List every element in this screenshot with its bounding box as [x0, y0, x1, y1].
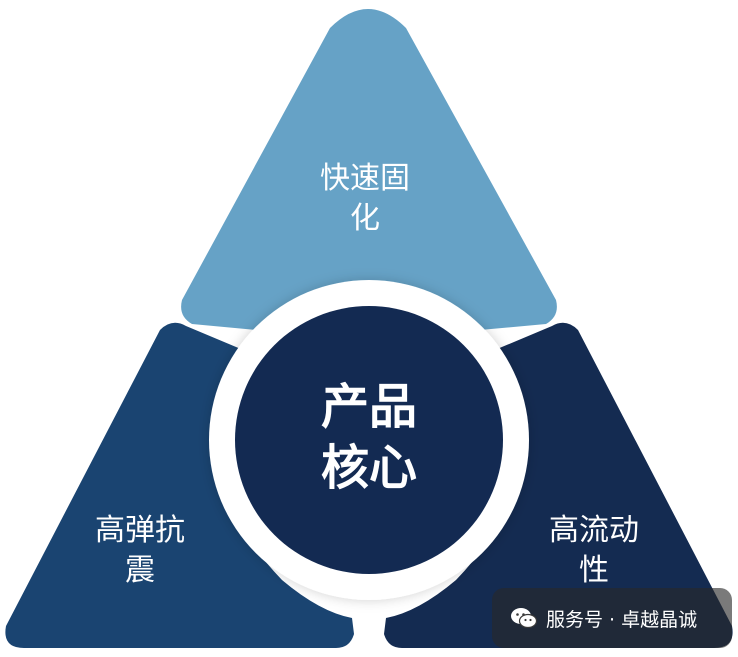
segment-top-label-line-2: 化 — [350, 201, 380, 236]
segment-right — [384, 322, 733, 648]
watermark-text: 服务号 · 卓越晶诚 — [546, 608, 698, 631]
core-label-line-1: 产品 — [321, 379, 417, 435]
segment-right-label-line-2: 性 — [579, 553, 609, 588]
segment-top-label-line-1: 快速固 — [320, 161, 410, 196]
segment-left-label-line-2: 震 — [125, 553, 155, 588]
center-core — [235, 306, 503, 574]
core-label-line-2: 核心 — [321, 440, 417, 496]
segment-right-label-line-1: 高流动 — [549, 513, 639, 548]
watermark-badge: 服务号 · 卓越晶诚 — [492, 588, 732, 648]
segment-left — [5, 322, 355, 648]
segment-left-label-line-1: 高弹抗 — [95, 513, 185, 548]
segment-top — [181, 9, 557, 330]
wechat-icon — [511, 608, 538, 629]
